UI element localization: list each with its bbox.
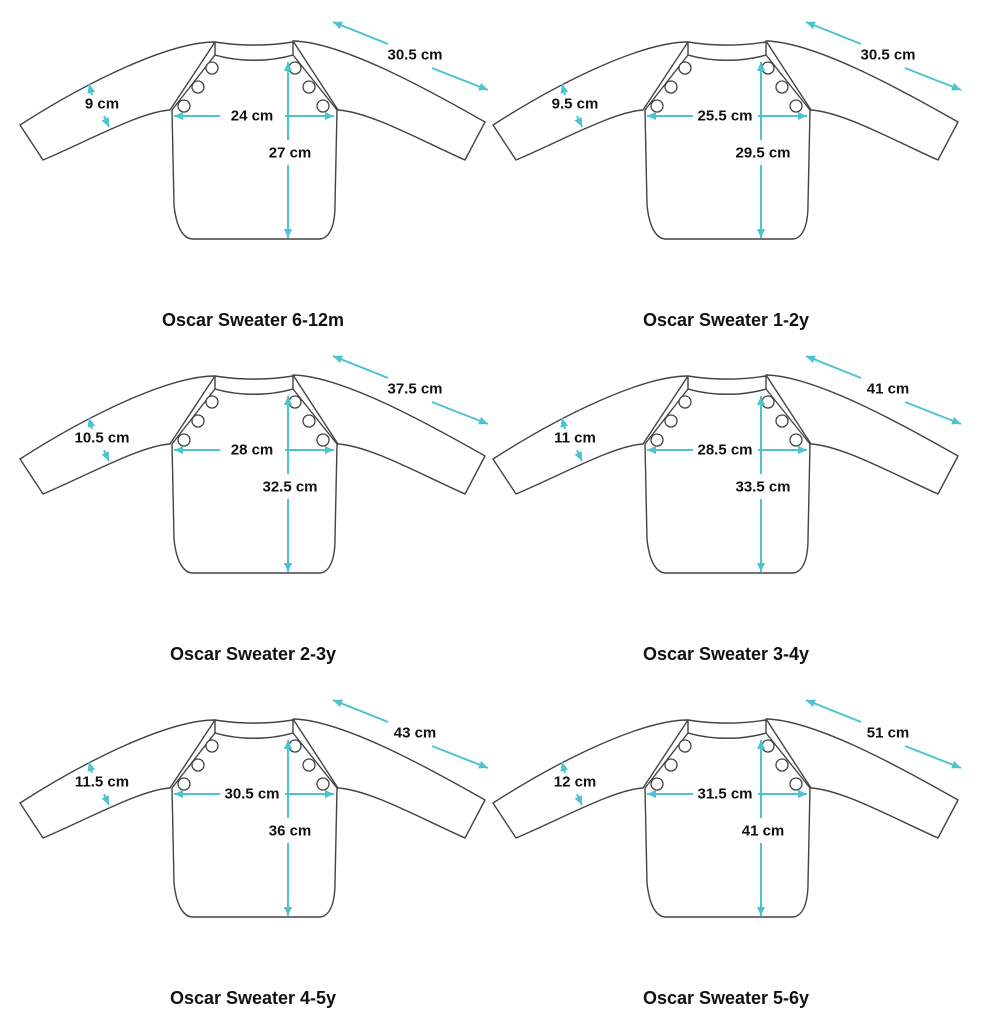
- neck-band: [687, 375, 767, 395]
- sweater-title: Oscar Sweater 2-3y: [169, 644, 337, 664]
- chest-width-label: 24 cm: [230, 107, 274, 125]
- left-sleeve: [492, 375, 689, 495]
- chest-width-label: 28 cm: [230, 441, 274, 459]
- sleeve-width-label: 12 cm: [553, 773, 597, 791]
- measure-arrows: [87, 699, 489, 916]
- sleeve-width-label: 11 cm: [554, 429, 596, 447]
- left-sleeve: [19, 719, 216, 839]
- right-sleeve: [292, 40, 486, 161]
- body-length-label: 27 cm: [268, 144, 312, 162]
- sweater-drawing: [19, 699, 489, 918]
- chest-width-label: 31.5 cm: [697, 785, 753, 803]
- body-length-label: 32.5 cm: [262, 478, 318, 496]
- right-sleeve: [292, 374, 486, 495]
- right-sleeve: [765, 374, 959, 495]
- sweater-panel: 41 cm 11 cm 28.5 cm 33.5 cm Oscar Sweate…: [473, 334, 973, 674]
- sweater-panel: 51 cm 12 cm 31.5 cm 41 cm Oscar Sweater …: [473, 678, 973, 1018]
- right-sleeve: [765, 718, 959, 839]
- chest-width-label: 28.5 cm: [697, 441, 753, 459]
- sweater-drawing: [492, 355, 962, 574]
- sweater-title: Oscar Sweater 6-12m: [161, 310, 345, 330]
- sweater-panel: 37.5 cm 10.5 cm 28 cm 32.5 cm Oscar Swea…: [0, 334, 500, 674]
- sleeve-length-label: 41 cm: [866, 380, 910, 398]
- chest-width-label: 30.5 cm: [224, 785, 280, 803]
- sweater-title: Oscar Sweater 3-4y: [642, 644, 810, 664]
- sleeve-width-label: 9.5 cm: [551, 95, 599, 113]
- buttons: [177, 395, 330, 447]
- buttons: [177, 739, 330, 791]
- body-length-label: 29.5 cm: [735, 144, 791, 162]
- neck-band: [687, 719, 767, 739]
- sweater-drawing: [19, 21, 489, 240]
- sleeve-width-label: 10.5 cm: [74, 429, 130, 447]
- left-sleeve: [492, 41, 689, 161]
- sweater-title: Oscar Sweater 5-6y: [642, 988, 810, 1008]
- sleeve-length-label: 51 cm: [866, 724, 910, 742]
- measure-arrows: [560, 699, 962, 916]
- measure-arrows: [560, 355, 962, 572]
- sweater-drawing: [19, 355, 489, 574]
- left-sleeve: [19, 41, 216, 161]
- left-sleeve: [492, 719, 689, 839]
- sleeve-width-label: 9 cm: [84, 95, 120, 113]
- left-sleeve: [19, 375, 216, 495]
- sweater-panel: 43 cm 11.5 cm 30.5 cm 36 cm Oscar Sweate…: [0, 678, 500, 1018]
- right-sleeve: [292, 718, 486, 839]
- neck-band: [214, 41, 294, 61]
- sleeve-length-label: 37.5 cm: [387, 380, 443, 398]
- sweater-title: Oscar Sweater 1-2y: [642, 310, 810, 330]
- body-length-label: 36 cm: [268, 822, 312, 840]
- right-sleeve: [765, 40, 959, 161]
- sweater-title: Oscar Sweater 4-5y: [169, 988, 337, 1008]
- buttons: [650, 739, 803, 791]
- sleeve-width-label: 11.5 cm: [74, 773, 130, 791]
- measure-arrows: [560, 21, 962, 238]
- measure-arrows: [87, 355, 489, 572]
- buttons: [177, 61, 330, 113]
- measure-arrows: [87, 21, 489, 238]
- sweater-drawing: [492, 21, 962, 240]
- sleeve-length-label: 30.5 cm: [387, 46, 443, 64]
- neck-band: [214, 375, 294, 395]
- sweater-panel: 30.5 cm 9.5 cm 25.5 cm 29.5 cm Oscar Swe…: [473, 0, 973, 340]
- body-length-label: 33.5 cm: [735, 478, 791, 496]
- sleeve-length-label: 30.5 cm: [860, 46, 916, 64]
- sweater-drawing: [492, 699, 962, 918]
- sleeve-length-label: 43 cm: [393, 724, 437, 742]
- body-length-label: 41 cm: [741, 822, 785, 840]
- neck-band: [214, 719, 294, 739]
- sweater-panel: 30.5 cm 9 cm 24 cm 27 cm Oscar Sweater 6…: [0, 0, 500, 340]
- neck-band: [687, 41, 767, 61]
- chest-width-label: 25.5 cm: [697, 107, 753, 125]
